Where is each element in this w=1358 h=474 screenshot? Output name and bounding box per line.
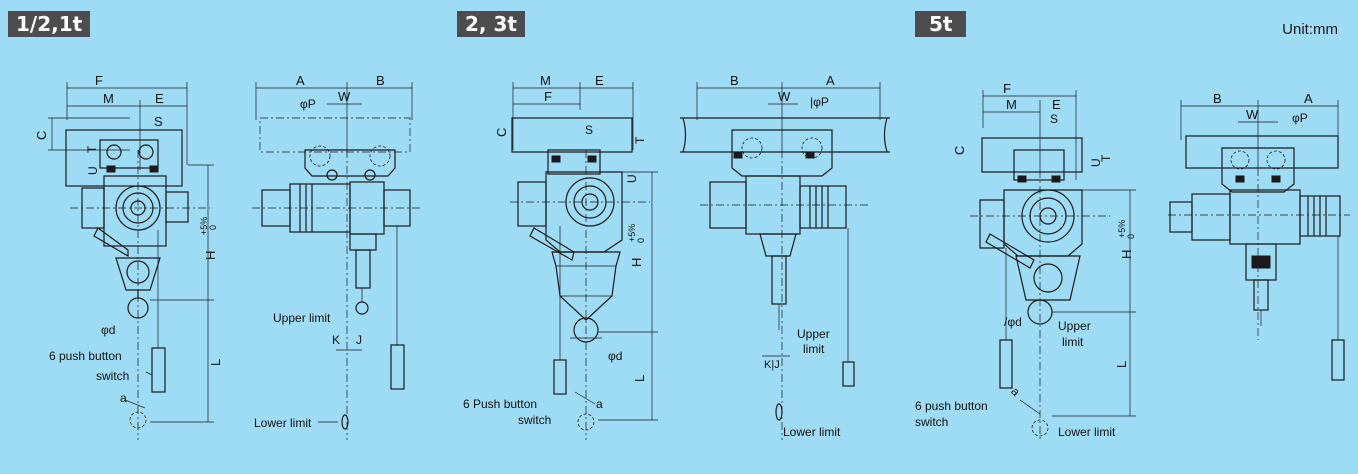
dim-W-1: W [338,89,351,104]
lower-limit-label-2: Lower limit [783,425,841,439]
dim-W-2: W [778,89,791,104]
dim-A-3: A [1304,91,1313,106]
dim-M-3: M [1006,97,1017,112]
dim-K-1: K [332,333,340,347]
hoist-front-view-1t: A B W φP [252,73,420,440]
dim-H-tol-1: +5% [199,217,209,235]
dim-phiP-1: φP [300,97,316,111]
upper-label-2: Upper [797,327,830,341]
badge-capacity-2-3t: 2, 3t [457,11,525,37]
svg-text:a: a [1008,384,1023,399]
hoist-front-view-3t: B A W |φP [680,73,890,440]
dim-S-2: S [585,123,593,137]
svg-text:L: L [1114,361,1129,368]
dim-a-1: a [120,391,127,405]
dim-H-zero-3: 0 [1126,234,1136,239]
dim-B-2: B [730,73,739,88]
dim-T-2: T [633,136,647,144]
dim-B-1: B [376,73,385,88]
dim-M-2: M [540,73,551,88]
upper-label-3: Upper [1058,319,1091,333]
hoist-side-view-1t: F M E C S T U [34,73,223,440]
limit-label-3: limit [1062,335,1084,349]
dim-H-3: H [1119,250,1134,259]
dim-H-tol-2: +5% [627,224,637,242]
dim-H-zero-1: 0 [208,225,218,230]
dim-L-1: L [208,359,223,366]
dim-a-2: a [596,397,603,411]
dim-S: S [154,114,163,129]
badge-capacity-half-1t: 1/2,1t [8,11,91,37]
dim-C: C [34,131,49,140]
svg-text:L: L [632,375,647,382]
lower-limit-label-1: Lower limit [254,416,312,430]
dim-U: U [86,166,100,175]
lower-limit-label-3: Lower limit [1058,425,1116,439]
dim-C-3: C [952,146,967,155]
pushbutton-label-2b: switch [518,413,551,427]
dim-B-3: B [1213,91,1222,106]
dim-S-3: S [1050,112,1058,126]
dim-phid-3: /φd [1004,315,1022,329]
dim-H-zero-2: 0 [636,238,646,243]
badge-capacity-5t: 5t [915,11,967,37]
pushbutton-label-1b: switch [96,369,129,383]
dim-A-2: A [826,73,835,88]
dim-A-1: A [296,73,305,88]
dim-M: M [103,91,114,106]
dim-phiP-2: |φP [810,95,829,109]
dim-T-3: T [1099,154,1113,162]
dim-KJ-2: K|J [764,359,780,371]
pushbutton-label-2a: 6 Push button [463,397,537,411]
hoist-side-view-3t: M E F C S T U φd [463,73,658,440]
dim-C-2: C [494,128,509,137]
dim-E-3: E [1052,97,1061,112]
dim-T: T [85,145,99,153]
dim-F-2: F [544,89,552,104]
dim-phid-1: φd [101,323,115,337]
dim-W-3: W [1246,107,1259,122]
dim-phid-2: φd [608,349,622,363]
dim-F: F [95,73,103,88]
dim-E-2: E [595,73,604,88]
hoist-front-view-5t: B A W φP [1168,91,1350,381]
upper-limit-label-1: Upper limit [273,311,331,325]
pushbutton-label-1a: 6 push button [49,349,122,363]
dim-H-2: H [629,258,644,267]
dim-U-2: U [625,174,639,183]
dim-phiP-3: φP [1292,111,1308,125]
dim-J-1: J [356,333,362,347]
pushbutton-label-3b: switch [915,415,948,429]
unit-label: Unit:mm [1282,21,1338,38]
dim-F-3: F [1003,81,1011,96]
dim-H-tol-3: +5% [1117,220,1127,238]
pushbutton-label-3a: 6 push button [915,399,988,413]
dim-U-3: U [1089,158,1103,167]
limit-label-2: limit [803,342,825,356]
dim-H-1: H [203,251,218,260]
dim-E: E [155,91,164,106]
hoist-side-view-5t: F M E S C T U /φd Upper [915,81,1136,440]
